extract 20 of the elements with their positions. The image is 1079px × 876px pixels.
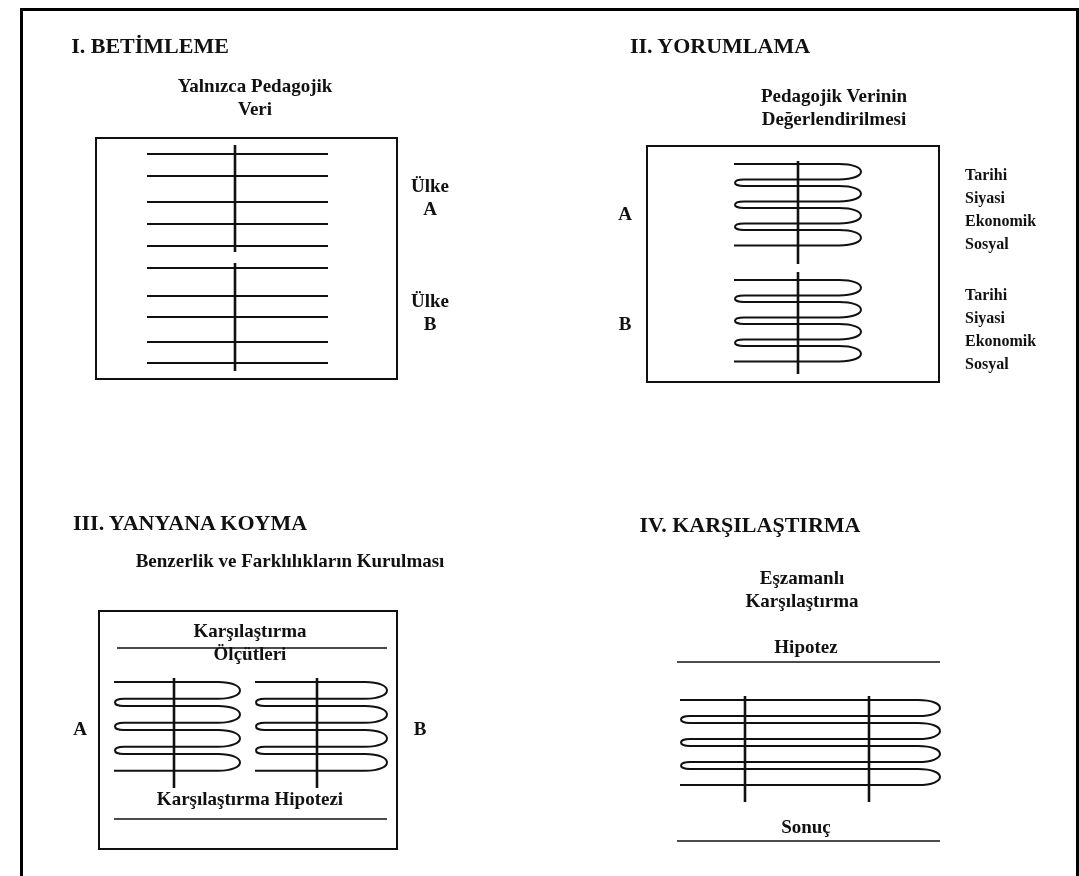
frame-text: Karşılaştırma Hipotezi [155,788,345,811]
side-label: B [618,313,632,336]
box-heading: Pedagojik Verinin Değerlendirilmesi [759,85,909,131]
section-heading: III. YANYANA KOYMA [72,510,308,537]
factor-list: Tarihi Siyasi Ekonomik Sosyal [965,163,1037,255]
frame-text: Karşılaştırma Ölçütleri [193,620,307,666]
section-heading: I. BETİMLEME [71,33,229,60]
side-label: A [618,203,632,226]
box-heading: Yalnızca Pedagojik Veri [176,75,334,121]
section-heading: II. YORUMLAMA [629,33,811,60]
factor-list: Tarihi Siyasi Ekonomik Sosyal [965,283,1037,375]
side-label: B [413,718,427,741]
box-heading: Benzerlik ve Farklılıkların Kurulması [134,550,446,573]
side-label: A [73,718,87,741]
section-heading: IV. KARŞILAŞTIRMA [639,512,861,539]
line-label: Sonuç [781,816,831,839]
side-label: Ülke B [411,290,449,336]
line-label: Hipotez [774,636,838,659]
side-label: Ülke A [411,175,449,221]
panel-heading: Eşzamanlı Karşılaştırma [745,567,859,613]
